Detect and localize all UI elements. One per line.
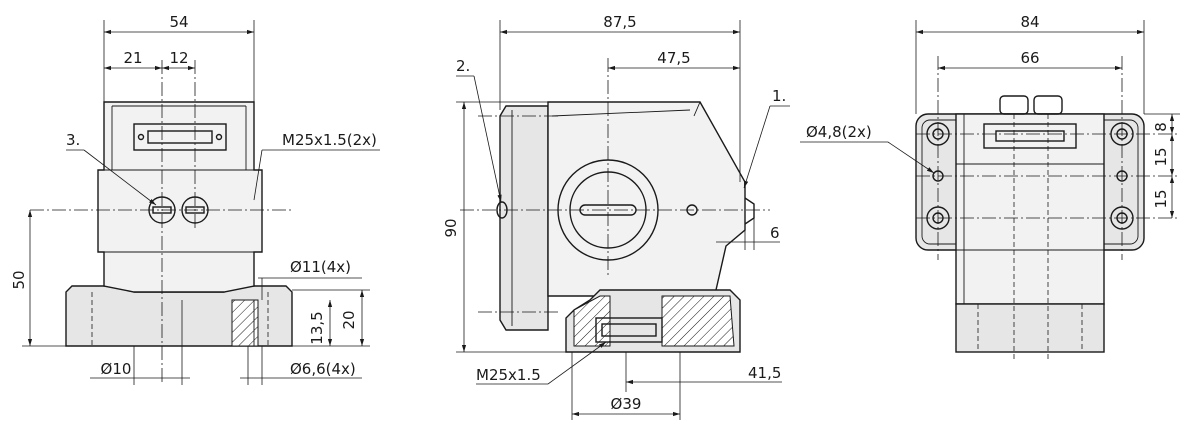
thread-m25: M25x1.5 (476, 366, 541, 384)
dim-41-5: 41,5 (748, 364, 781, 382)
dim-54: 54 (169, 13, 188, 31)
dim-12: 12 (169, 49, 188, 67)
side-body-edge (551, 109, 691, 117)
rear-body (955, 113, 1105, 305)
rear-base (955, 303, 1105, 353)
callout-2: 2. (456, 57, 470, 75)
dim-13-5: 13,5 (308, 311, 326, 344)
leader-m25-diag (547, 341, 607, 385)
dim-dia10: Ø10 (101, 360, 132, 378)
leader-1-diag (743, 105, 771, 189)
side-plunger (744, 197, 755, 225)
dim-87-5: 87,5 (603, 13, 636, 31)
leader-2-diag (473, 75, 502, 203)
dim-6: 6 (770, 224, 780, 242)
dim-20: 20 (340, 310, 358, 329)
front-plate-screw-r (215, 133, 223, 141)
rear-gland-right (1033, 95, 1063, 115)
callout-1: 1. (772, 87, 786, 105)
rear-view: 84 66 Ø4,8(2x) 8 15 15 (800, 13, 1180, 360)
front-label-window (147, 130, 213, 144)
leader-m25-2x-diag (253, 149, 263, 201)
front-label-plate (133, 123, 227, 151)
leader-48-diag (887, 141, 935, 174)
side-gland-core (601, 323, 657, 337)
dim-66: 66 (1020, 49, 1039, 67)
dim-15b: 15 (1152, 189, 1170, 208)
leader-3-diag (83, 149, 157, 206)
dim-47-5: 47,5 (657, 49, 690, 67)
front-base-section-hatch (231, 299, 259, 347)
side-base-hatch-right (661, 295, 735, 347)
dim-84: 84 (1020, 13, 1039, 31)
dim-90: 90 (442, 218, 460, 237)
rear-gland-left (999, 95, 1029, 115)
front-plate-screw-l (137, 133, 145, 141)
dim-50: 50 (10, 270, 28, 289)
dim-15a: 15 (1152, 147, 1170, 166)
front-view: 54 21 12 50 Ø10 Ø11(4x) Ø6,6(4x) 13,5 20 (10, 13, 380, 385)
thread-m25-2x: M25x1.5(2x) (282, 131, 377, 149)
rear-label-window (995, 130, 1065, 142)
side-body (547, 101, 746, 297)
callout-3: 3. (66, 131, 80, 149)
side-view: 87,5 47,5 90 6 41,5 Ø39 M25x1.5 1. 2. (442, 13, 790, 420)
dim-dia66: Ø6,6(4x) (290, 360, 356, 378)
rear-label-plate (983, 123, 1077, 149)
side-rear-cover (499, 105, 549, 331)
side-gland-thread (595, 317, 663, 343)
dim-8: 8 (1152, 122, 1170, 132)
dim-dia48: Ø4,8(2x) (806, 123, 872, 141)
dim-dia11: Ø11(4x) (290, 258, 351, 276)
dim-dia39: Ø39 (611, 395, 642, 413)
dim-21: 21 (123, 49, 142, 67)
side-base-hatch-left (573, 295, 611, 347)
side-body-edge-2 (693, 101, 701, 117)
